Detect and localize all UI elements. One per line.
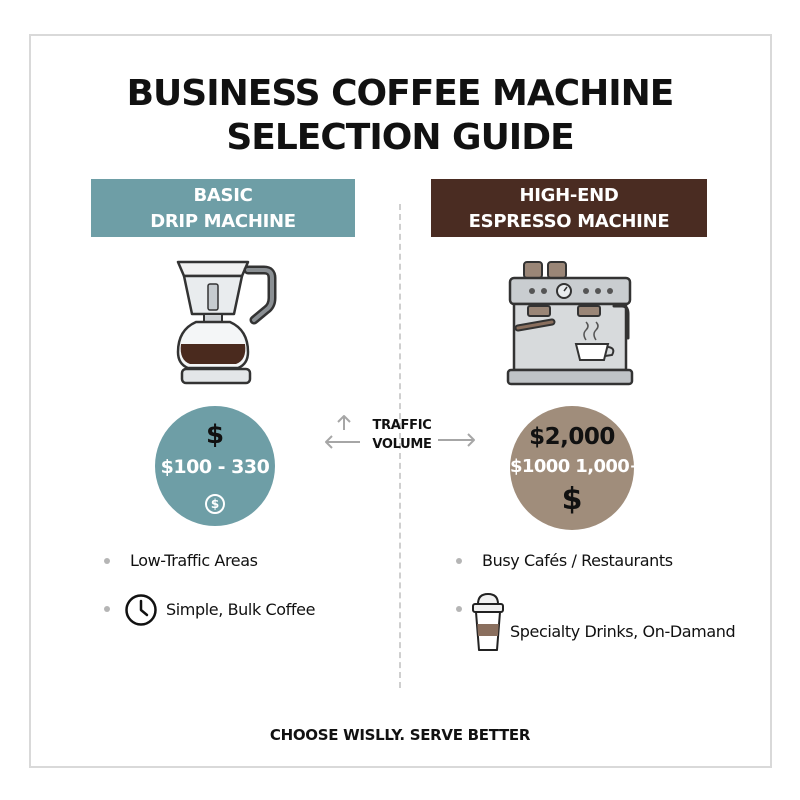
premium-banner-line-2: ESPRESSO MACHINE (468, 211, 670, 232)
basic-price-symbol: $ (205, 420, 225, 450)
arrow-right-icon (438, 433, 475, 447)
title-line-2: SELECTION GUIDE (226, 117, 574, 158)
basic-bullet-bulk-coffee: Simple, Bulk Coffee (166, 600, 316, 619)
premium-bullet-busy-cafes: Busy Cafés / Restaurants (482, 551, 673, 570)
footer-tagline: CHOOSE WISLLY. SERVE BETTER (269, 726, 531, 744)
premium-price-top: $2,000 (529, 424, 615, 450)
basic-machine-banner: BASIC DRIP MACHINE (91, 179, 355, 237)
espresso-machine-icon (506, 261, 634, 386)
takeaway-cup-icon (472, 592, 504, 651)
traffic-volume-indicator: TRAFFIC VOLUME (318, 410, 482, 460)
arrow-up-left-icon (325, 415, 360, 449)
basic-price-range: $100 - 330 (160, 456, 270, 478)
premium-machine-banner: HIGH-END ESPRESSO MACHINE (431, 179, 707, 237)
premium-bullet-specialty-drinks: Specialty Drinks, On-Damand (510, 622, 736, 641)
coin-icon: $ (205, 494, 225, 514)
premium-price-badge: $2,000 $1000 1,000+ $ (510, 406, 644, 530)
title-line-1: BUSINESS COFFEE MACHINE (126, 73, 675, 114)
basic-banner-line-1: BASIC (193, 185, 253, 206)
traffic-label-line-1: TRAFFIC (372, 418, 432, 433)
basic-price-badge: $ $100 - 330 $ (155, 406, 275, 526)
bullet-dot (104, 606, 110, 612)
bullet-dot (456, 606, 462, 612)
premium-banner-line-1: HIGH-END (519, 185, 619, 206)
premium-price-range: $1000 1,000+ (510, 456, 644, 477)
clock-icon (125, 594, 157, 626)
center-divider (399, 204, 401, 688)
basic-banner-line-2: DRIP MACHINE (150, 211, 296, 232)
bullet-dot (104, 558, 110, 564)
bullet-dot (456, 558, 462, 564)
premium-price-symbol: $ (561, 482, 583, 517)
page-title: BUSINESS COFFEE MACHINE SELECTION GUIDE (0, 72, 800, 160)
traffic-label-line-2: VOLUME (372, 437, 432, 452)
drip-coffee-maker-icon (176, 260, 277, 385)
basic-bullet-low-traffic: Low-Traffic Areas (130, 551, 258, 570)
